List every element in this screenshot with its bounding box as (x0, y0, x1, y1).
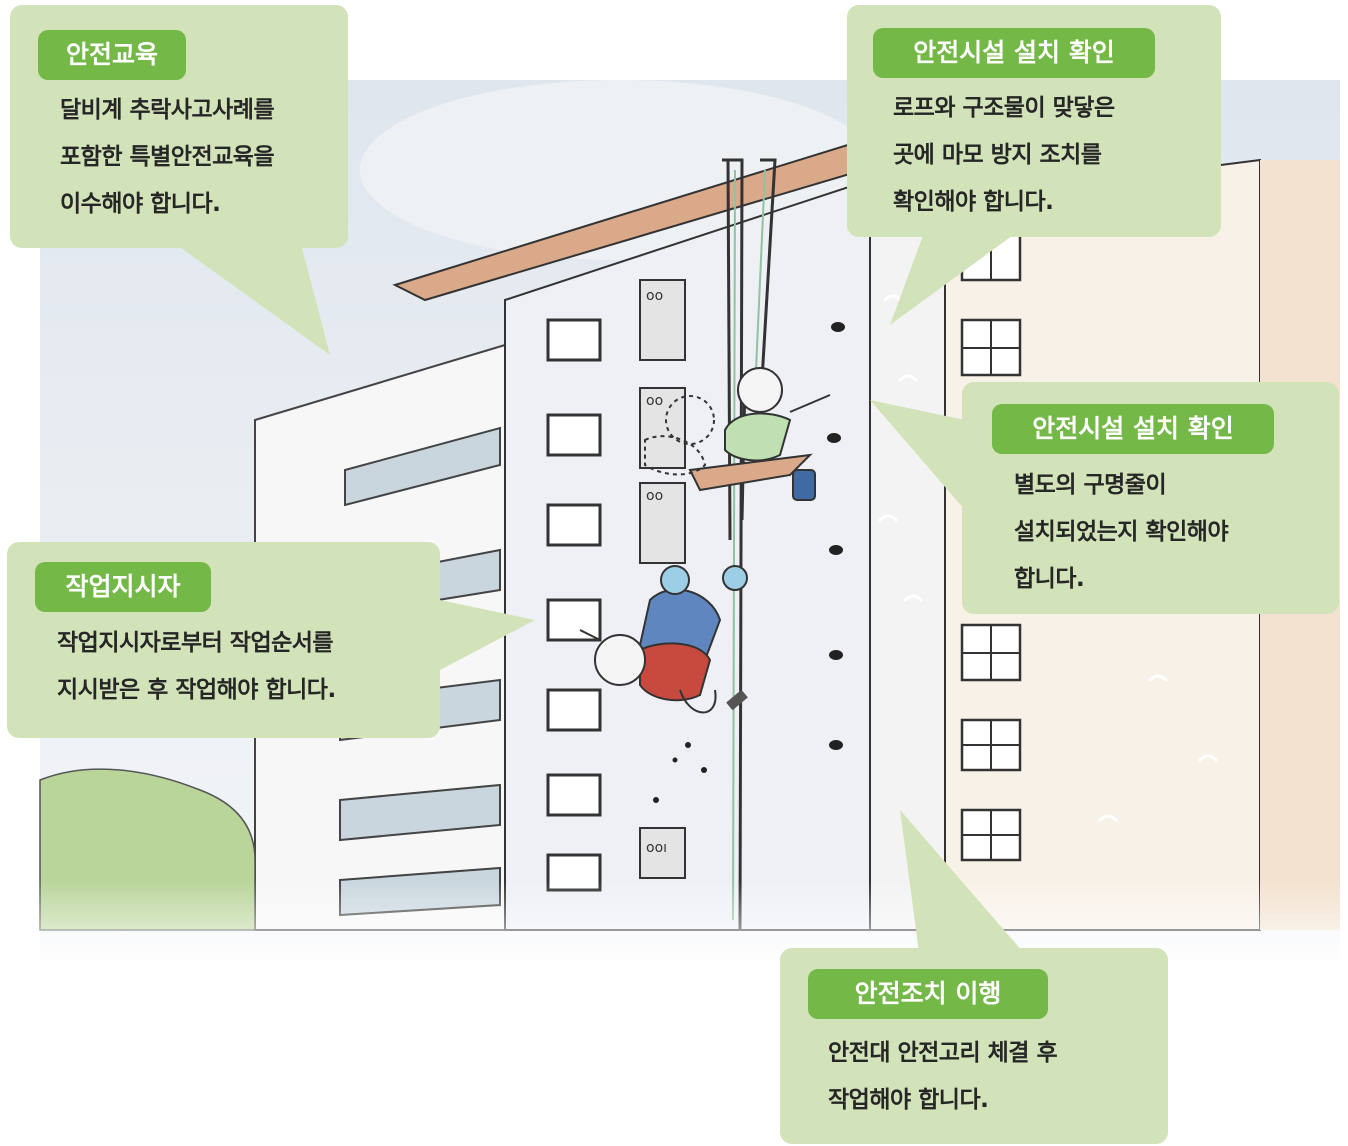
panel-label: oo (646, 288, 663, 304)
callout-body: 달비계 추락사고사례를 포함한 특별안전교육을 이수해야 합니다. (60, 87, 275, 228)
callout-body: 로프와 구조물이 맞닿은 곳에 마모 방지 조치를 확인해야 합니다. (893, 85, 1115, 226)
callout-line: 합니다. (1014, 566, 1085, 592)
callout-line: 지시받은 후 작업해야 합니다. (57, 677, 336, 703)
callout-tails (170, 230, 1030, 960)
callout-line: 이수해야 합니다. (60, 191, 221, 217)
callout-title: 안전시설 설치 확인 (873, 28, 1155, 78)
debris (653, 689, 748, 803)
panel-label: oo (646, 393, 663, 409)
panel-label: ooı (646, 840, 667, 856)
callout-safety-measures: 안전조치 이행 안전대 안전고리 체결 후 작업해야 합니다. (780, 948, 1168, 1144)
gondola (688, 453, 816, 501)
main-building: oo oo oo ooı (504, 178, 946, 931)
callout-line: 별도의 구명줄이 (1014, 472, 1167, 498)
callout-title: 안전교육 (38, 30, 186, 80)
callout-line: 작업지시자로부터 작업순서를 (57, 630, 334, 656)
callout-line: 포함한 특별안전교육을 (60, 144, 275, 170)
callout-line: 달비계 추락사고사례를 (60, 97, 275, 123)
callout-safety-education: 안전교육 달비계 추락사고사례를 포함한 특별안전교육을 이수해야 합니다. (10, 5, 348, 248)
callout-line: 확인해야 합니다. (893, 189, 1054, 215)
worker-falling (579, 565, 748, 714)
rope-fill (732, 169, 766, 921)
callout-line: 안전대 안전고리 체결 후 (828, 1040, 1058, 1066)
worker-upper (644, 367, 831, 476)
callout-work-supervisor: 작업지시자 작업지시자로부터 작업순서를 지시받은 후 작업해야 합니다. (7, 542, 440, 738)
callout-title: 안전시설 설치 확인 (992, 404, 1274, 454)
callout-line: 로프와 구조물이 맞닿은 (893, 95, 1115, 121)
panel-label: oo (646, 488, 663, 504)
callout-line: 곳에 마모 방지 조치를 (893, 142, 1102, 168)
callout-lifeline: 안전시설 설치 확인 별도의 구명줄이 설치되었는지 확인해야 합니다. (962, 382, 1339, 614)
callout-body: 별도의 구명줄이 설치되었는지 확인해야 합니다. (1014, 462, 1229, 603)
callout-title: 안전조치 이행 (808, 969, 1048, 1019)
callout-line: 작업해야 합니다. (828, 1087, 989, 1113)
callout-body: 작업지시자로부터 작업순서를 지시받은 후 작업해야 합니다. (57, 620, 336, 714)
callout-wear-protection: 안전시설 설치 확인 로프와 구조물이 맞닿은 곳에 마모 방지 조치를 확인해… (847, 5, 1221, 237)
callout-line: 설치되었는지 확인해야 (1014, 519, 1229, 545)
callout-title: 작업지시자 (35, 562, 211, 612)
callout-body: 안전대 안전고리 체결 후 작업해야 합니다. (828, 1030, 1058, 1124)
